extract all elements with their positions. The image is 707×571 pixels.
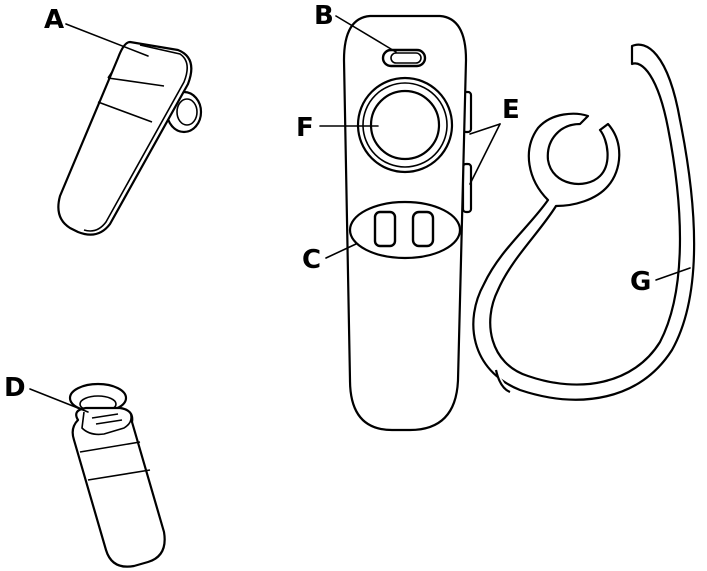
leader-line-a <box>66 24 148 56</box>
headset-front-view <box>344 16 471 430</box>
headset-back-view-d <box>70 384 165 567</box>
headset-side-view-a <box>58 42 201 235</box>
charging-socket <box>350 202 460 258</box>
label-d: D <box>4 373 26 403</box>
label-c: C <box>302 245 321 275</box>
label-e: E <box>502 95 520 125</box>
label-f: F <box>296 113 314 143</box>
label-a: A <box>44 5 64 35</box>
label-g: G <box>630 267 651 297</box>
label-b: B <box>314 1 334 31</box>
